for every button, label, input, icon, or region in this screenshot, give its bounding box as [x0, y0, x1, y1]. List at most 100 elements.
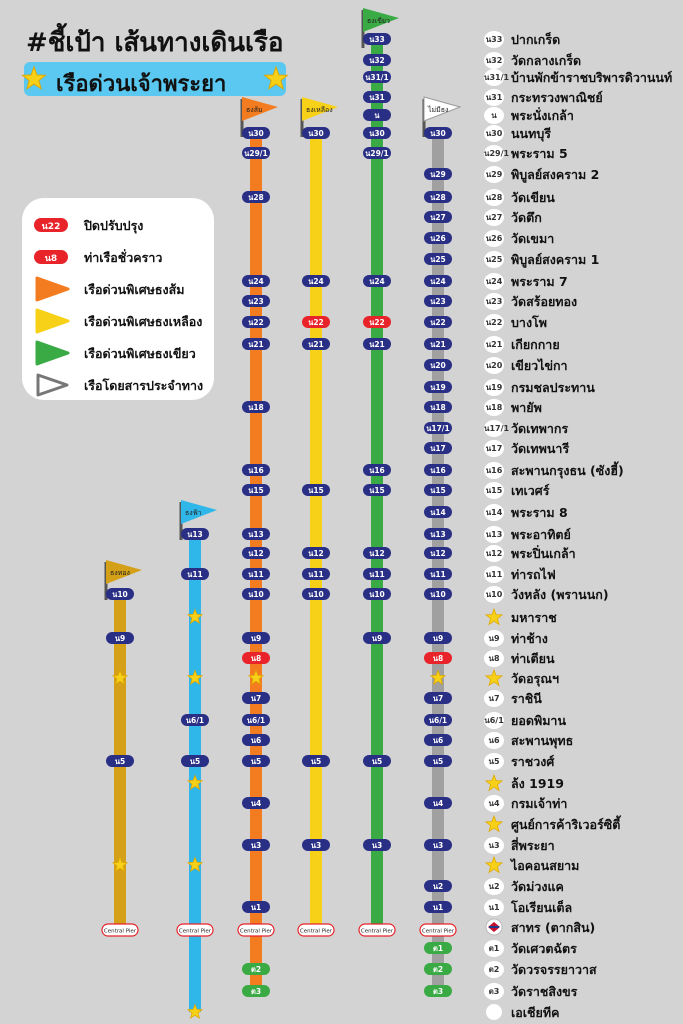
- stop-label: น11: [430, 570, 446, 579]
- stop-star: [247, 669, 265, 686]
- legend-label: เรือด่วนพิเศษธงส้ม: [84, 282, 185, 297]
- pier-code: น1: [484, 899, 504, 916]
- pier-name: โอเรียนเต็ล: [511, 900, 573, 915]
- pier-code: น31/1: [484, 69, 509, 86]
- stop-label: น15: [369, 486, 385, 495]
- stop-pill: [242, 985, 270, 997]
- pier-code: น14: [484, 504, 504, 521]
- pier-code: น22: [484, 314, 504, 331]
- stop-pill: [424, 442, 452, 454]
- pier-name: วัดวรจรรยาวาส: [511, 962, 597, 977]
- stop-label: น10: [369, 590, 385, 599]
- pier-code: น21: [484, 336, 504, 353]
- stop-pill: [242, 464, 270, 476]
- stop-label: น16: [369, 466, 385, 475]
- stop-pill: [424, 714, 452, 726]
- stop-pill: [242, 147, 270, 159]
- stop-pill: [181, 755, 209, 767]
- stop-label: น6/1: [247, 716, 265, 725]
- pier-name: ไอคอนสยาม: [511, 858, 580, 873]
- stop-label: น5: [251, 757, 261, 766]
- stop-star: [429, 669, 447, 686]
- pier-name: กรมเจ้าท่า: [511, 796, 568, 811]
- star-icon: [484, 669, 504, 687]
- stop-pill: [242, 338, 270, 350]
- stop-label: น13: [187, 530, 203, 539]
- pier-code: ต2: [484, 961, 504, 978]
- stop-pill: [424, 232, 452, 244]
- pier-code: น: [484, 107, 504, 124]
- stop-label: น21: [369, 340, 385, 349]
- stop-pill: [302, 588, 330, 600]
- stop-pill: [242, 734, 270, 746]
- stop-label: น28: [248, 193, 264, 202]
- pier-name: วัดสร้อยทอง: [511, 294, 578, 309]
- pier-name: วัดตึก: [511, 210, 542, 225]
- stop-pill: [242, 568, 270, 580]
- pier-name: วัดเศวตฉัตร: [511, 941, 577, 956]
- stop-pill: [242, 528, 270, 540]
- pier-name: พระอาทิตย์: [511, 527, 571, 542]
- stop-pill: [242, 797, 270, 809]
- stop-pill: [242, 275, 270, 287]
- central-pier-box: [176, 923, 214, 937]
- star-icon: [484, 774, 504, 792]
- stop-pill: [181, 714, 209, 726]
- stop-pill: [302, 568, 330, 580]
- stop-pill: [181, 528, 209, 540]
- pier-code: ต3: [484, 983, 504, 1000]
- stop-label: น6/1: [186, 716, 204, 725]
- pier-code: น8: [484, 650, 504, 667]
- stop-label: น3: [372, 841, 382, 850]
- pier-code: น11: [484, 566, 504, 583]
- pier-name: บางโพ: [511, 315, 548, 330]
- stop-label: น7: [251, 694, 261, 703]
- stop-label: น29/1: [244, 149, 268, 158]
- stop-label: น4: [433, 799, 443, 808]
- stop-label: น4: [251, 799, 261, 808]
- stop-label: น25: [430, 255, 446, 264]
- route-flag-label: ไม่มีธง: [427, 105, 448, 114]
- stop-pill: [424, 734, 452, 746]
- stop-label: น31: [369, 93, 385, 102]
- central-pier-box: [101, 923, 139, 937]
- stop-pill: [363, 33, 391, 45]
- legend-badge: น22: [42, 222, 61, 232]
- stop-pill: [363, 316, 391, 328]
- pier-name: บ้านพักข้าราชบริพารดิวานนท์: [511, 70, 673, 85]
- stop-pill: [424, 359, 452, 371]
- stop-pill: [424, 464, 452, 476]
- pier-name: เขียวไข่กา: [511, 358, 568, 373]
- central-pier-box: [358, 923, 396, 937]
- stop-label: ต1: [433, 944, 443, 953]
- stop-label: น19: [430, 383, 446, 392]
- stop-pill: [242, 632, 270, 644]
- central-pier-label: Central Pier: [422, 929, 455, 935]
- stop-pill: [363, 464, 391, 476]
- pier-code: น18: [484, 399, 504, 416]
- route-flag-label: ธงฟ้า: [185, 509, 202, 517]
- stop-pill: [424, 381, 452, 393]
- stop-pill: [363, 547, 391, 559]
- stop-pill: [424, 963, 452, 975]
- stop-label: น11: [308, 570, 324, 579]
- legend-swatch: [34, 250, 68, 264]
- pier-name: พายัพ: [511, 400, 542, 415]
- stop-label: น9: [372, 634, 382, 643]
- stop-label: น: [374, 111, 380, 120]
- stop-label: น30: [430, 129, 446, 138]
- pier-name: ท่ารถไฟ: [511, 567, 556, 582]
- stop-pill: [242, 191, 270, 203]
- stop-pill: [242, 484, 270, 496]
- stop-label: น16: [248, 466, 264, 475]
- stop-pill: [424, 484, 452, 496]
- stop-pill: [424, 401, 452, 413]
- stop-pill: [242, 901, 270, 913]
- stop-label: น14: [430, 508, 446, 517]
- stop-label: น13: [430, 530, 446, 539]
- stop-pill: [424, 338, 452, 350]
- pier-name: วัดเทพนารี: [511, 441, 570, 456]
- stop-label: ต3: [433, 987, 443, 996]
- central-pier-label: Central Pier: [240, 929, 273, 935]
